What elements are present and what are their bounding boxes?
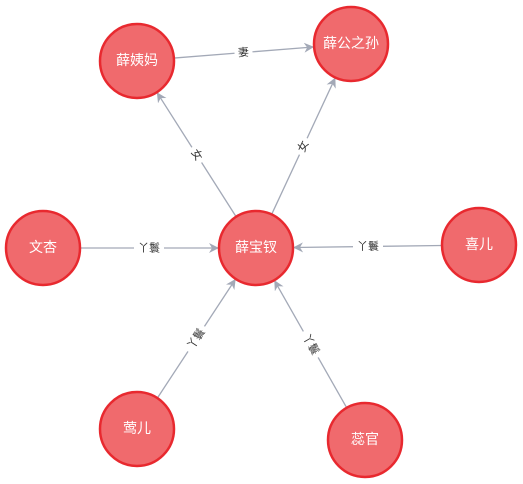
- node-label: 莺儿: [123, 421, 151, 437]
- node-xue-gong-zhi-sun[interactable]: 薛公之孙: [312, 5, 390, 83]
- node-label: 文杏: [29, 240, 57, 256]
- edge-label-group: 妻: [233, 43, 254, 62]
- edge-label-background: [185, 143, 209, 167]
- node-circle[interactable]: [440, 206, 518, 284]
- edge-e-mother: 女: [156, 92, 237, 218]
- node-rui-guan[interactable]: 蕊官: [326, 401, 404, 479]
- edge-label-group: 女: [185, 143, 209, 167]
- edge-label-background: [296, 327, 326, 362]
- node-wen-xing[interactable]: 文杏: [4, 209, 82, 287]
- edge-label-background: [233, 43, 254, 62]
- node-label: 蕊官: [351, 432, 379, 448]
- node-circle[interactable]: [326, 401, 404, 479]
- edge-e-wenxing: 丫鬟: [80, 240, 219, 256]
- edge-label-background: [134, 240, 164, 256]
- edge-label-group: 丫鬟: [134, 240, 164, 256]
- node-label: 喜儿: [465, 237, 493, 253]
- edge-label: 丫鬟: [138, 242, 160, 255]
- node-circle[interactable]: [4, 209, 82, 287]
- node-label: 薛宝钗: [235, 240, 277, 256]
- edge-e-wife: 妻: [173, 42, 315, 62]
- node-circle[interactable]: [98, 22, 176, 100]
- edge-label-background: [292, 134, 315, 158]
- edge-e-ruiguan: 丫鬟: [274, 280, 348, 409]
- node-circle[interactable]: [217, 209, 295, 287]
- edge-e-yinger: 丫鬟: [156, 278, 236, 399]
- node-xi-er[interactable]: 喜儿: [440, 206, 518, 284]
- edge-e-xier: 丫鬟: [292, 238, 443, 255]
- node-label: 薛姨妈: [116, 53, 158, 69]
- edge-label-background: [352, 238, 384, 255]
- node-circle[interactable]: [98, 390, 176, 468]
- edge-label-group: 丫鬟: [296, 327, 326, 362]
- node-circle[interactable]: [312, 5, 390, 83]
- node-xue-yi-ma[interactable]: 薛姨妈: [98, 22, 176, 100]
- edge-label-group: 丫鬟: [181, 321, 212, 356]
- edge-e-grandfather: 女: [271, 77, 336, 215]
- edge-label-group: 丫鬟: [352, 238, 384, 255]
- edge-label: 丫鬟: [357, 240, 379, 253]
- node-xue-bao-chai[interactable]: 薛宝钗: [217, 209, 295, 287]
- edge-label: 女: [294, 138, 311, 154]
- edges-layer: 女女妻丫鬟丫鬟丫鬟丫鬟: [80, 42, 443, 409]
- edge-label-group: 女: [292, 134, 315, 158]
- edge-label: 妻: [238, 46, 250, 60]
- node-ying-er[interactable]: 莺儿: [98, 390, 176, 468]
- node-label: 薛公之孙: [323, 36, 379, 52]
- edge-label-background: [181, 321, 212, 356]
